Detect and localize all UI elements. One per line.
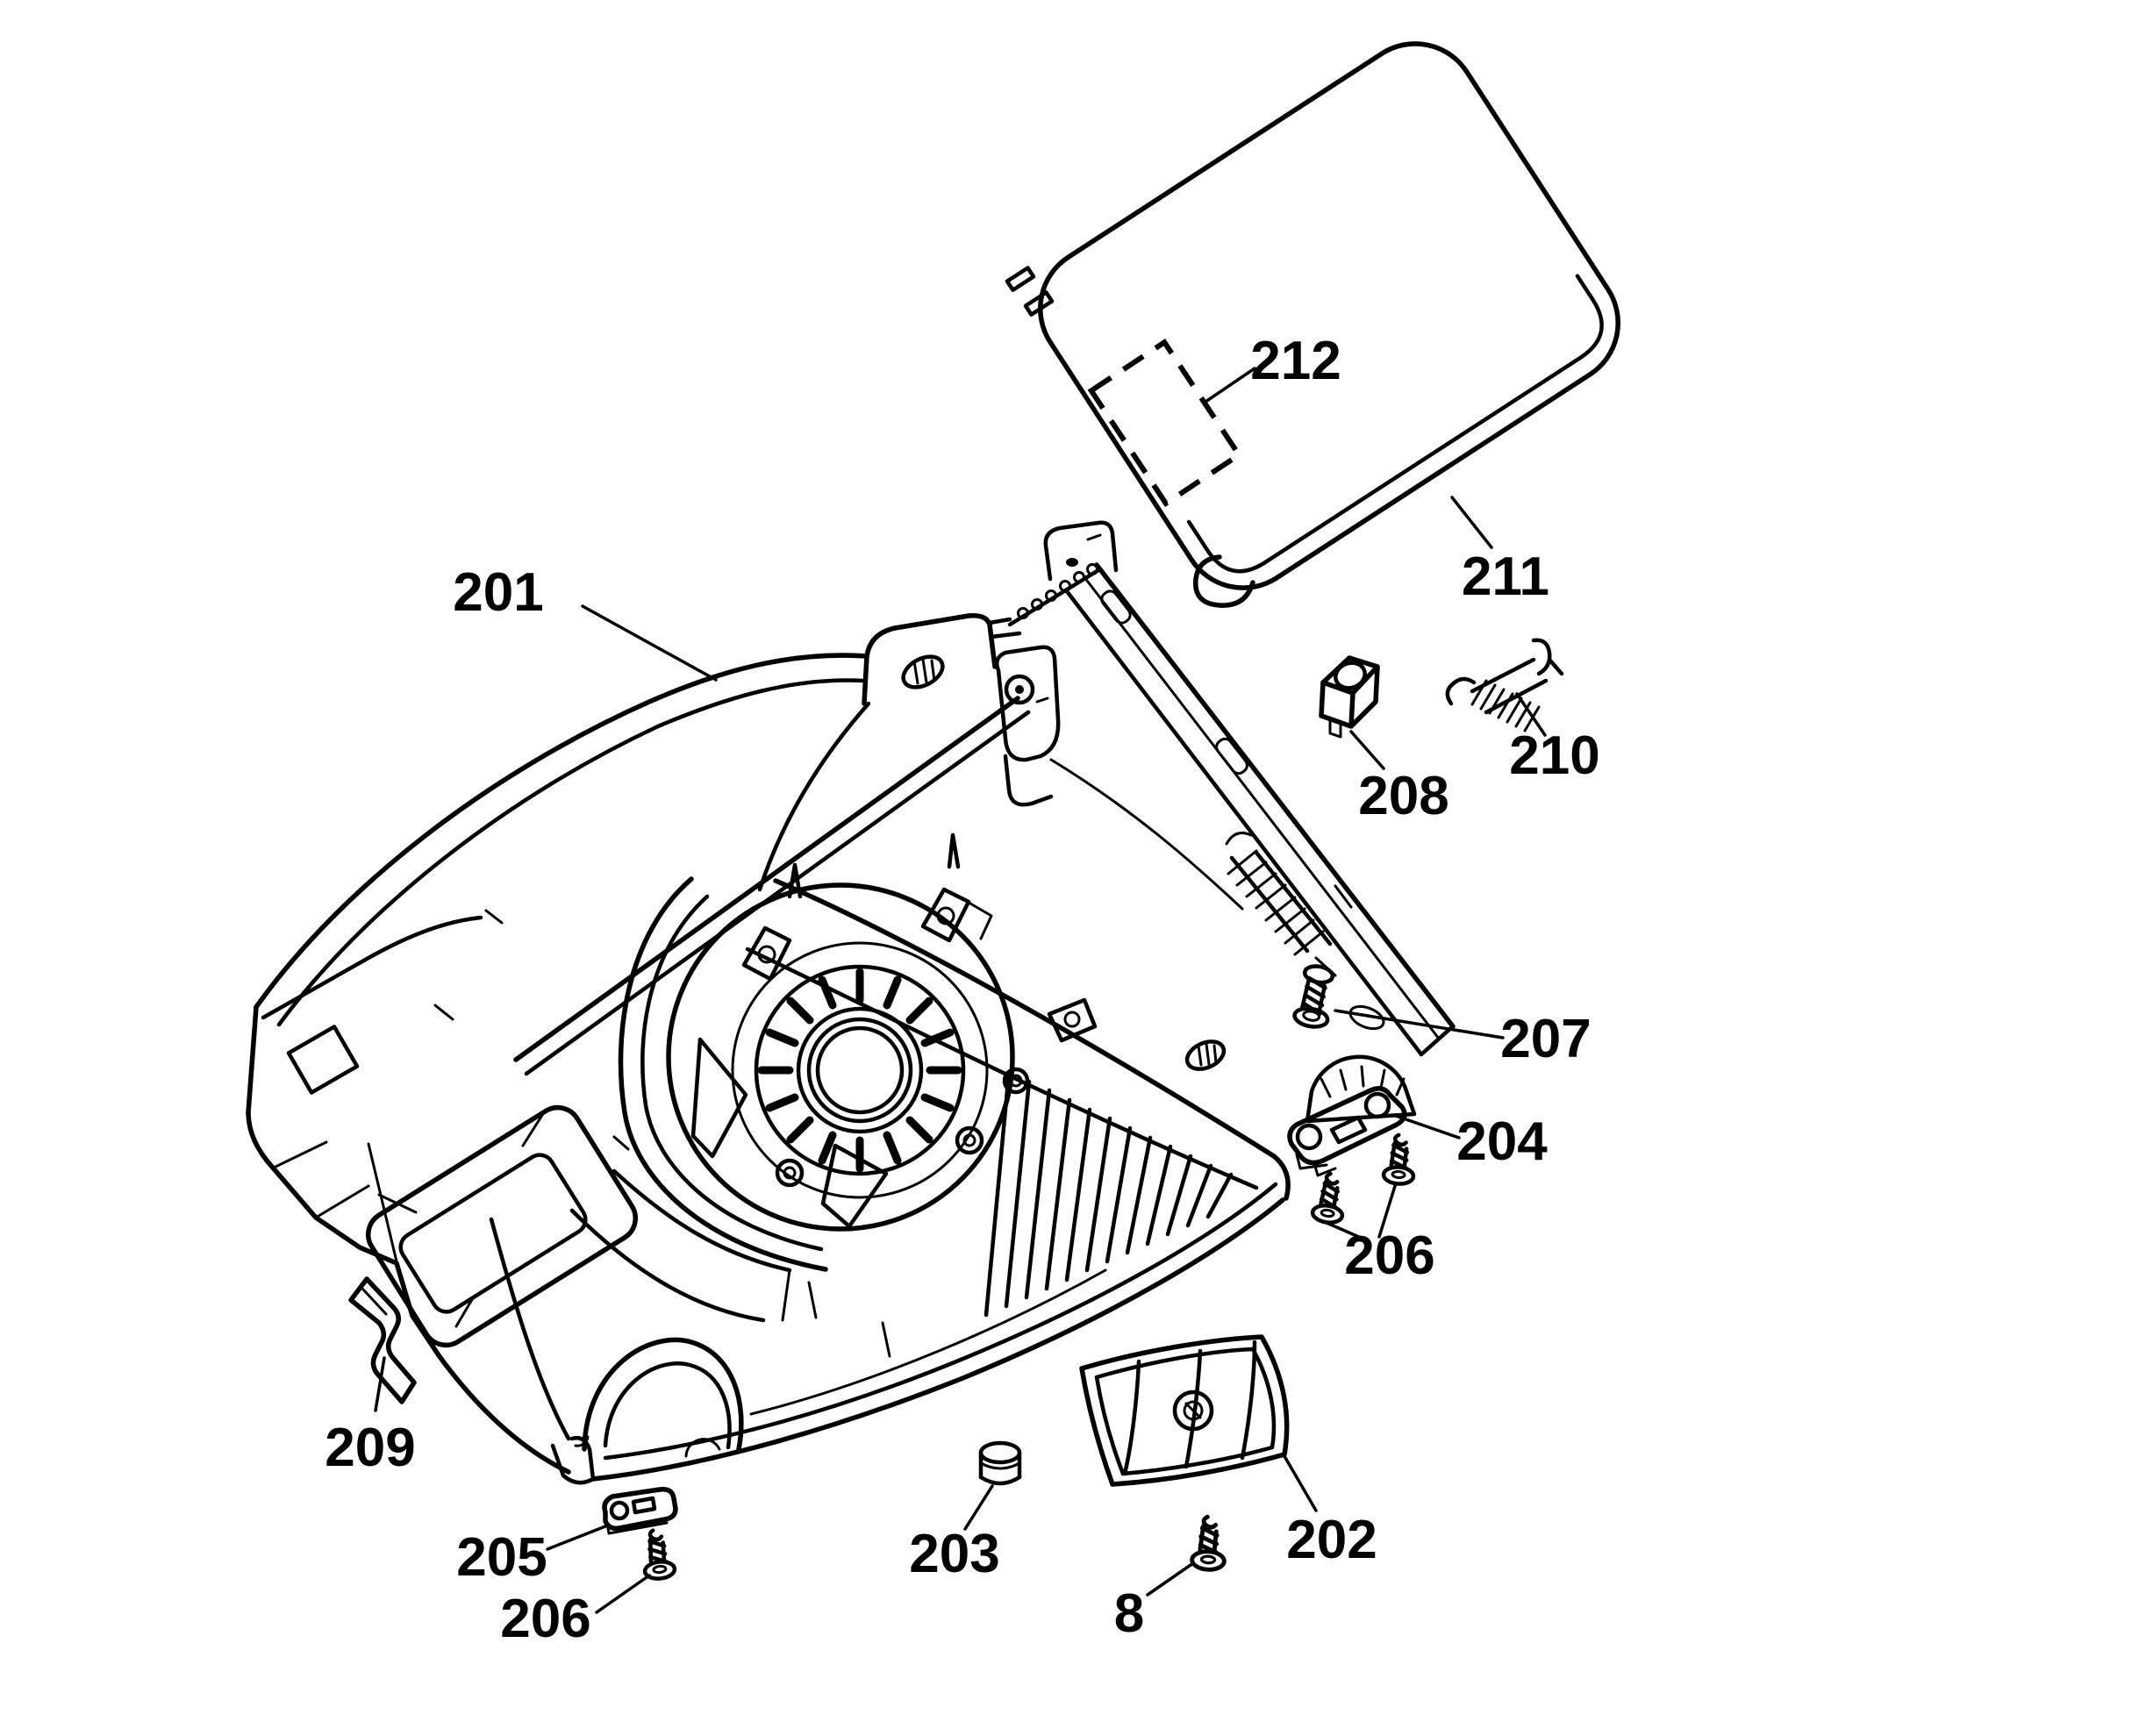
part-drawing-204-bracket: [1287, 1086, 1407, 1177]
lid-corner-notches: [1005, 266, 1055, 317]
part-label-206-right: 206: [1344, 1225, 1434, 1286]
front-opening: [366, 1104, 638, 1348]
leader-209: [374, 1356, 386, 1412]
part-label-201: 201: [453, 562, 543, 623]
leader-201: [581, 604, 718, 682]
leader-204: [1391, 1113, 1461, 1139]
part-drawing-207-screw: [1292, 964, 1335, 1029]
part-drawing-212-label-area: [1087, 339, 1243, 507]
part-drawing-206-screw-a: [1312, 1172, 1348, 1225]
leader-212: [1204, 367, 1256, 404]
part-drawing-209-trim-strip: [348, 1276, 417, 1404]
wheel-arch: [582, 1337, 744, 1458]
front-bumper: [246, 915, 483, 1358]
part-drawing-8-screw: [1191, 1516, 1227, 1570]
part-label-204: 204: [1456, 1111, 1548, 1172]
part-drawing-211-cover: [1005, 41, 1620, 608]
blower-bowl: [618, 832, 1098, 1272]
part-drawing-205-bracket: [602, 1486, 678, 1535]
part-label-206-left: 206: [500, 1589, 590, 1649]
part-label-202: 202: [1286, 1510, 1377, 1570]
tab-vent-hole: [901, 654, 945, 689]
leader-205: [546, 1525, 607, 1551]
part-drawing-206-screw-left: [640, 1528, 676, 1580]
leader-206-left: [595, 1574, 651, 1614]
part-label-205: 205: [456, 1527, 547, 1588]
part-label-211: 211: [1462, 547, 1549, 607]
leader-210: [1515, 692, 1547, 737]
leader-211: [1450, 496, 1493, 549]
latch-quadrant: [1305, 1054, 1417, 1124]
part-drawing-210-spring: [1445, 638, 1564, 732]
hub-slots: [757, 968, 962, 1173]
lid-hinge-hook: [1193, 554, 1255, 608]
leader-206-right: [1325, 1184, 1397, 1242]
part-label-208: 208: [1358, 766, 1448, 826]
part-drawing-206-screw-b: [1383, 1134, 1416, 1185]
leader-203: [963, 1484, 994, 1531]
part-label-210: 210: [1509, 725, 1599, 786]
part-drawing-203-bushing: [978, 1440, 1022, 1486]
part-label-209: 209: [325, 1418, 415, 1478]
wall-vent-hole: [1184, 1039, 1227, 1071]
part-drawing-208-nut: [1319, 655, 1380, 739]
part-drawing-202-deflector: [1079, 1334, 1290, 1487]
part-label-203: 203: [909, 1524, 999, 1584]
leader-207: [1334, 1009, 1505, 1039]
part-label-207: 207: [1500, 1009, 1591, 1069]
part-drawing-201-deck-housing: [246, 520, 1456, 1485]
leader-202: [1283, 1454, 1318, 1512]
leader-8: [1146, 1561, 1195, 1597]
vent-ribs: [984, 1069, 1234, 1318]
part-label-212: 212: [1250, 331, 1341, 391]
leader-208: [1349, 730, 1385, 770]
part-label-8: 8: [1114, 1583, 1144, 1644]
